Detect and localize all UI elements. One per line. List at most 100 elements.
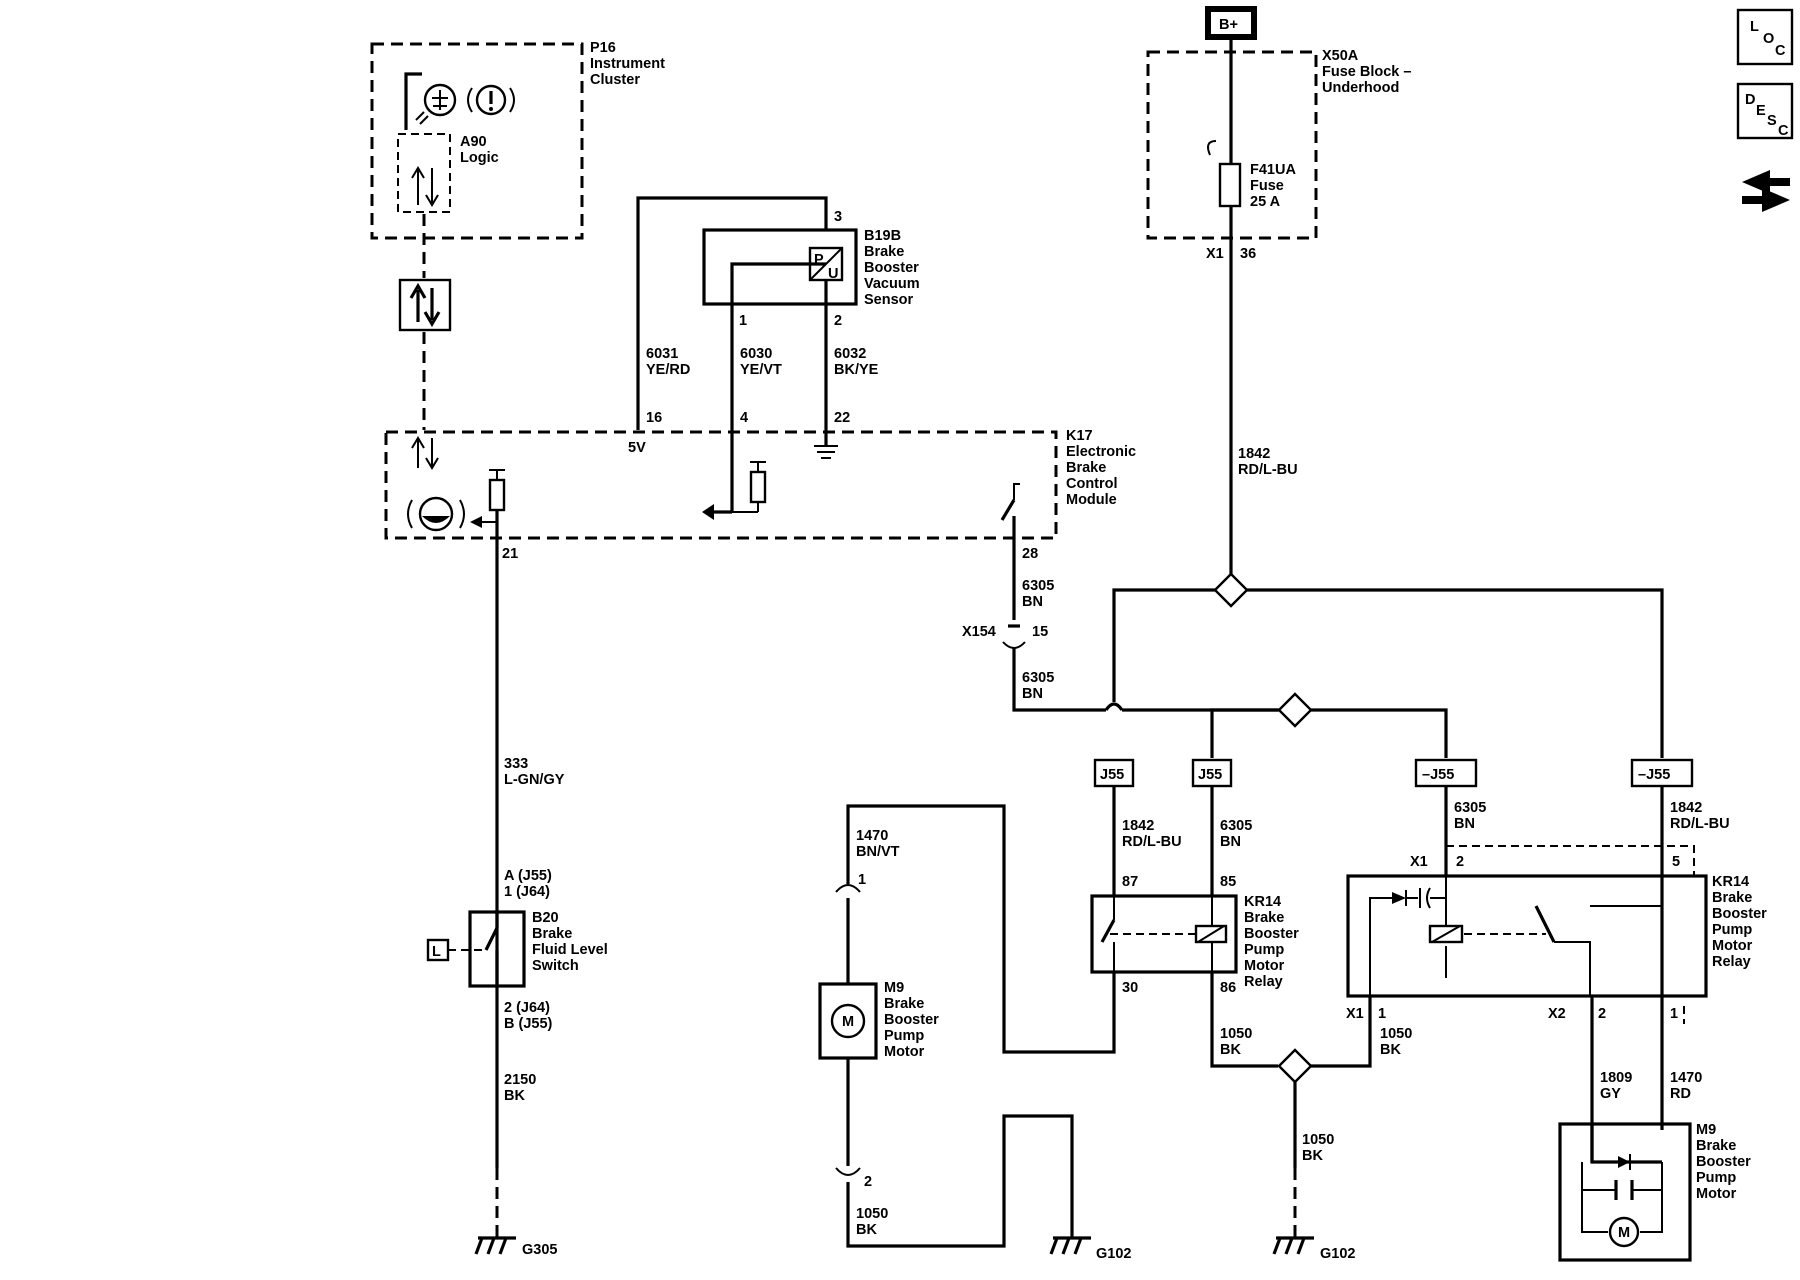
- loc-button[interactable]: L O C: [1736, 8, 1794, 66]
- svg-text:S: S: [1767, 113, 1777, 129]
- diode-icon: [1618, 1156, 1630, 1168]
- pump-motor-m9-right: M M9 Brake Booster Pump Motor: [1558, 1122, 1751, 1262]
- svg-text:M: M: [1618, 1225, 1630, 1241]
- svg-text:4: 4: [740, 410, 748, 426]
- svg-text:BK: BK: [1220, 1042, 1241, 1058]
- svg-text:A (J55): A (J55): [504, 868, 552, 884]
- fluid-level-icon: [407, 496, 465, 532]
- ground-g102-icon: [1272, 1236, 1314, 1255]
- svg-text:YE/VT: YE/VT: [740, 362, 782, 378]
- svg-text:RD: RD: [1670, 1086, 1691, 1102]
- svg-text:Control: Control: [1066, 476, 1118, 492]
- svg-text:Brake: Brake: [1244, 910, 1284, 926]
- svg-text:L: L: [1750, 19, 1759, 35]
- svg-text:30: 30: [1122, 980, 1138, 996]
- svg-text:KR14: KR14: [1244, 894, 1281, 910]
- svg-text:Logic: Logic: [460, 150, 499, 166]
- svg-text:BK: BK: [1380, 1042, 1401, 1058]
- svg-text:6305: 6305: [1022, 578, 1054, 594]
- svg-text:Motor: Motor: [884, 1044, 925, 1060]
- svg-text:21: 21: [502, 546, 518, 562]
- svg-text:Electronic: Electronic: [1066, 444, 1136, 460]
- svg-text:5: 5: [1672, 854, 1680, 870]
- svg-text:1050: 1050: [1220, 1026, 1252, 1042]
- svg-text:BN: BN: [1220, 834, 1241, 850]
- svg-text:BN: BN: [1454, 816, 1475, 832]
- svg-text:Sensor: Sensor: [864, 292, 914, 308]
- relay-kr14-right: X1 2 5 X1 1 X2 2 1 KR14 Brake Booster Pu…: [1346, 845, 1767, 1024]
- svg-text:86: 86: [1220, 980, 1236, 996]
- svg-text:1842: 1842: [1238, 446, 1270, 462]
- relay-kr14-left: 87 85 30 86 KR14 Brake Booster Pump Moto…: [1090, 874, 1299, 996]
- svg-text:Switch: Switch: [532, 958, 579, 974]
- svg-text:Booster: Booster: [1712, 906, 1767, 922]
- svg-text:1: 1: [739, 313, 747, 329]
- svg-text:Brake: Brake: [1712, 890, 1752, 906]
- svg-text:L-GN/GY: L-GN/GY: [504, 772, 565, 788]
- svg-text:J55: J55: [1100, 767, 1124, 783]
- desc-button[interactable]: D E S C: [1736, 82, 1794, 140]
- svg-text:36: 36: [1240, 246, 1256, 262]
- svg-text:2150: 2150: [504, 1072, 536, 1088]
- svg-text:G305: G305: [522, 1242, 557, 1258]
- svg-text:D: D: [1745, 92, 1755, 108]
- splice-icon: [1277, 692, 1313, 728]
- svg-text:Module: Module: [1066, 492, 1117, 508]
- brake-warning-icon: [467, 84, 515, 116]
- svg-text:1842: 1842: [1670, 800, 1702, 816]
- svg-text:2: 2: [1598, 1006, 1606, 1022]
- diode-icon: [1392, 892, 1406, 904]
- svg-text:–J55: –J55: [1638, 767, 1670, 783]
- instrument-cluster-p16: P16 Instrument Cluster A90 Logic: [370, 40, 665, 240]
- serial-data-icon: [398, 278, 452, 332]
- troubleshoot-arrows-icon[interactable]: [1742, 170, 1790, 212]
- svg-text:X1: X1: [1206, 246, 1224, 262]
- input-arrow-icon: [702, 504, 714, 520]
- svg-text:Fluid Level: Fluid Level: [532, 942, 608, 958]
- splice-icon: [1277, 1048, 1313, 1084]
- svg-text:15: 15: [1032, 624, 1048, 640]
- svg-text:YE/RD: YE/RD: [646, 362, 690, 378]
- svg-text:22: 22: [834, 410, 850, 426]
- svg-text:3: 3: [834, 209, 842, 225]
- svg-text:BK: BK: [1302, 1148, 1323, 1164]
- svg-text:X1: X1: [1346, 1006, 1364, 1022]
- svg-text:O: O: [1763, 31, 1774, 47]
- svg-text:Underhood: Underhood: [1322, 80, 1399, 96]
- svg-text:J55: J55: [1198, 767, 1222, 783]
- svg-text:X154: X154: [962, 624, 996, 640]
- svg-text:A90: A90: [460, 134, 487, 150]
- svg-text:5V: 5V: [628, 440, 646, 456]
- svg-text:–J55: –J55: [1422, 767, 1454, 783]
- svg-text:6030: 6030: [740, 346, 772, 362]
- svg-text:M: M: [842, 1014, 854, 1030]
- fuse-block-x50a: X50A Fuse Block – Underhood F41UA Fuse 2…: [1146, 48, 1411, 262]
- svg-text:Motor: Motor: [1712, 938, 1753, 954]
- svg-text:Fuse: Fuse: [1250, 178, 1284, 194]
- svg-text:333: 333: [504, 756, 528, 772]
- svg-text:F41UA: F41UA: [1250, 162, 1296, 178]
- svg-text:RD/L-BU: RD/L-BU: [1122, 834, 1182, 850]
- svg-text:Pump: Pump: [884, 1028, 924, 1044]
- svg-text:GY: GY: [1600, 1086, 1621, 1102]
- svg-text:Pump: Pump: [1244, 942, 1284, 958]
- svg-text:6305: 6305: [1220, 818, 1252, 834]
- ebcm-k17: K17 Electronic Brake Control Module 16 4…: [384, 410, 1136, 562]
- svg-text:M9: M9: [1696, 1122, 1716, 1138]
- svg-text:1 (J64): 1 (J64): [504, 884, 550, 900]
- svg-text:C: C: [1775, 43, 1786, 59]
- svg-text:87: 87: [1122, 874, 1138, 890]
- svg-text:Brake: Brake: [864, 244, 904, 260]
- svg-text:2: 2: [834, 313, 842, 329]
- svg-text:1809: 1809: [1600, 1070, 1632, 1086]
- ground-g305-icon: [474, 1236, 516, 1255]
- svg-text:Pump: Pump: [1696, 1170, 1736, 1186]
- svg-text:Brake: Brake: [1696, 1138, 1736, 1154]
- svg-text:BK: BK: [856, 1222, 877, 1238]
- svg-text:Booster: Booster: [1244, 926, 1299, 942]
- svg-text:B19B: B19B: [864, 228, 901, 244]
- svg-text:G102: G102: [1096, 1246, 1131, 1262]
- svg-text:BN/VT: BN/VT: [856, 844, 900, 860]
- svg-text:Relay: Relay: [1712, 954, 1751, 970]
- svg-text:Booster: Booster: [1696, 1154, 1751, 1170]
